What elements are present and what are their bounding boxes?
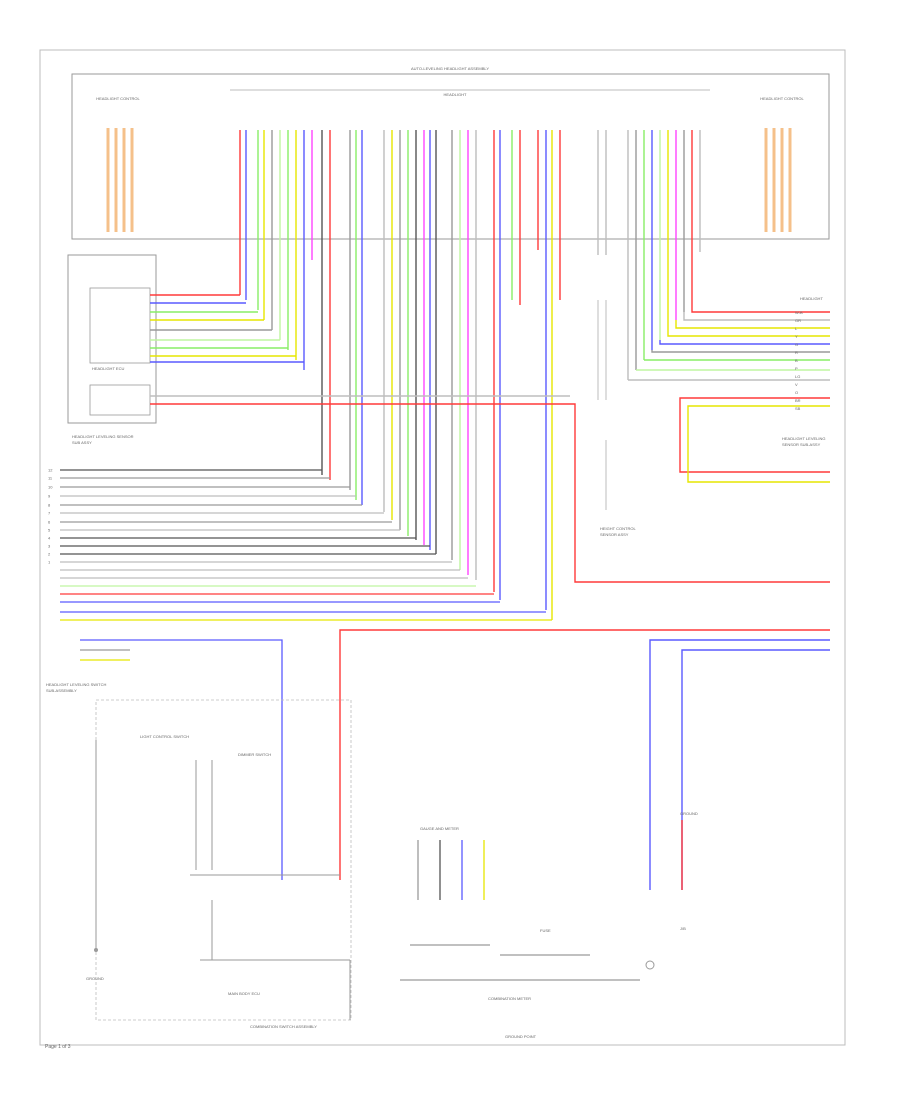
left-sensor-caption: HEADLIGHT LEVELING SENSOR <box>72 434 134 439</box>
ground-point-caption: GROUND POINT <box>505 1034 537 1039</box>
body-ecu-caption: MAIN BODY ECU <box>228 991 260 996</box>
leveling-switch-caption: HEADLIGHT LEVELING SWITCH <box>46 682 106 687</box>
wire-code-label: R <box>795 350 798 355</box>
light-control-sw: LIGHT CONTROL SWITCH <box>140 734 189 739</box>
side-pin-number: 8 <box>48 503 51 508</box>
side-pin-number: 1 <box>48 560 51 565</box>
combo-switch-dashed <box>95 699 352 1021</box>
ground-caption-b: GROUND <box>680 811 698 816</box>
left-ecu-inner <box>89 287 151 364</box>
wire-code-label: BR <box>795 398 801 403</box>
mid-sensor-caption: HEIGHT CONTROL <box>600 526 636 531</box>
side-pin-number: 9 <box>48 494 51 499</box>
ground-caption-a: GROUND <box>86 976 104 981</box>
right-connector-block <box>764 128 792 232</box>
wire-code-label: P <box>795 366 798 371</box>
wire-code-label: Y <box>795 334 798 339</box>
combo-switch-caption: COMBINATION SWITCH ASSEMBLY <box>250 1024 317 1029</box>
right-module-caption2: SENSOR SUB-ASSY <box>782 442 821 447</box>
left-ecu-caption: HEADLIGHT ECU <box>92 366 124 371</box>
right-block-label: HEADLIGHT CONTROL <box>760 96 804 101</box>
combo-switch-wires <box>95 740 351 1020</box>
wire-code-label: W-B <box>795 310 803 315</box>
wire-code-label: GR <box>795 318 801 323</box>
right-unit-caption: HEADLIGHT <box>800 296 823 301</box>
junction-note: J/B <box>680 926 686 931</box>
left-module-wires <box>150 294 830 583</box>
wire-code-label: G <box>795 342 798 347</box>
left-block-label: HEADLIGHT CONTROL <box>96 96 140 101</box>
top-harness-label: AUTO-LEVELING HEADLIGHT ASSEMBLY <box>411 66 489 71</box>
cluster-caption-top: GAUGE AND METER <box>420 826 459 831</box>
ground-symbol-right <box>645 960 655 970</box>
side-pin-number: 2 <box>48 552 51 557</box>
left-bus-lines <box>60 469 552 621</box>
wire-code-label: B <box>795 358 798 363</box>
wire-code-label: LG <box>795 374 800 379</box>
meter-wires <box>400 840 640 981</box>
mid-sensor-connector <box>597 300 607 510</box>
fuse-caption: FUSE <box>540 928 551 933</box>
leveling-switch-wires <box>80 639 283 880</box>
side-pin-number: 11 <box>48 476 53 481</box>
lower-right-bus <box>339 629 830 890</box>
cluster-caption: COMBINATION METER <box>488 996 531 1001</box>
dimmer-sw: DIMMER SWITCH <box>238 752 271 757</box>
connector-label: HEADLIGHT <box>444 92 467 97</box>
ground-symbol-left <box>94 948 98 952</box>
right-module-caption: HEADLIGHT LEVELING <box>782 436 826 441</box>
wire-code-label: V <box>795 382 798 387</box>
left-sensor-caption2: SUB ASSY <box>72 440 92 445</box>
left-ecu-inner2 <box>89 384 151 416</box>
wire-code-label: SB <box>795 406 801 411</box>
side-pin-number: 7 <box>48 511 51 516</box>
side-pin-number: 4 <box>48 536 51 541</box>
page-number: Page 1 of 3 <box>45 1044 71 1050</box>
outer-frame <box>39 49 846 1046</box>
side-pin-number: 10 <box>48 485 53 490</box>
wire-code-label: O <box>795 390 798 395</box>
switch-sub-caption: SUB-ASSEMBLY <box>46 688 77 693</box>
side-pin-number: 3 <box>48 544 51 549</box>
top-box-wires <box>239 130 701 620</box>
side-pin-number: 5 <box>48 528 51 533</box>
left-connector-block <box>106 128 134 232</box>
top-harness-box <box>71 73 830 240</box>
wire-code-label: L <box>795 326 798 331</box>
right-module-wires <box>628 305 830 483</box>
side-pin-number: 6 <box>48 520 51 525</box>
side-pin-number: 12 <box>48 468 53 473</box>
left-sensor-module <box>67 254 157 424</box>
mid-sensor-caption2: SENSOR ASSY <box>600 532 629 537</box>
